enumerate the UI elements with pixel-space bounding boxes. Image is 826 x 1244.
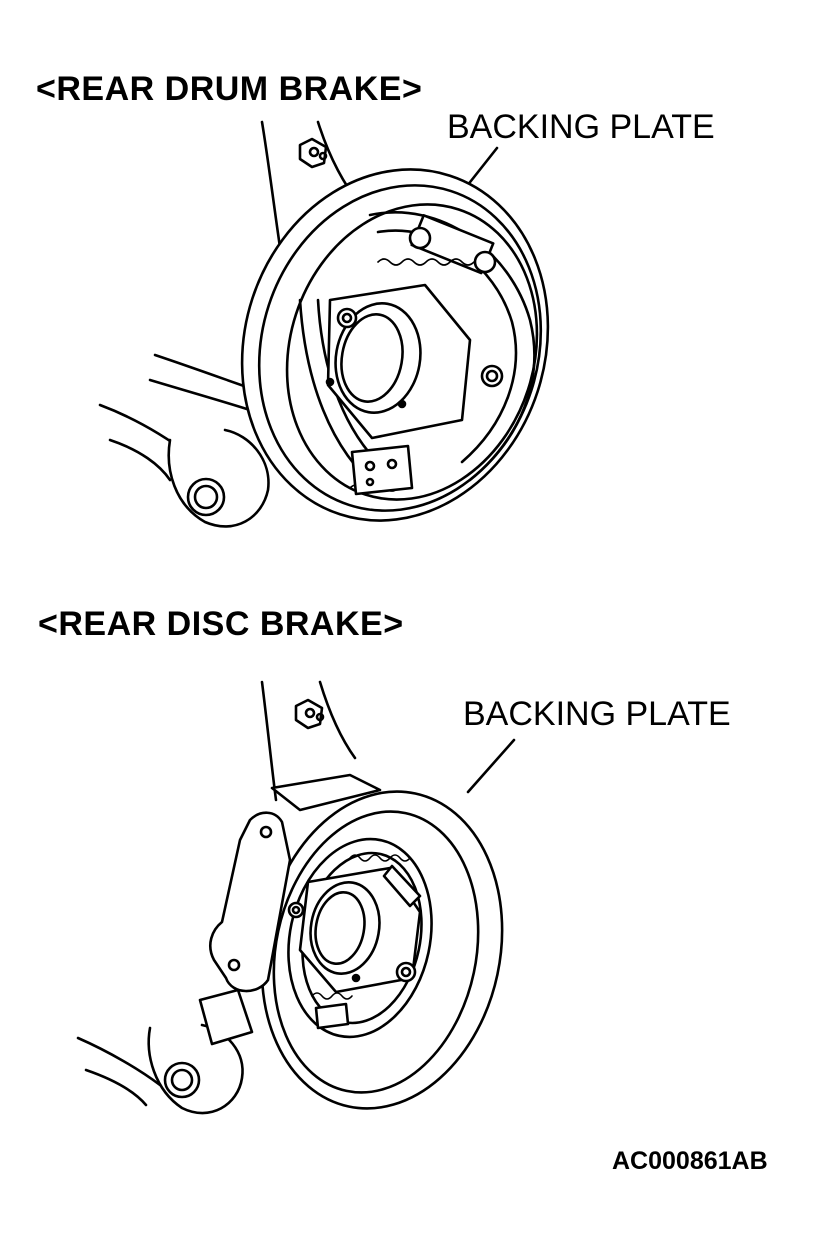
drum-brake-heading: <REAR DRUM BRAKE> (36, 70, 423, 108)
drum-lower-arm (98, 353, 272, 528)
drum-anchor-block (350, 444, 414, 496)
rear-drum-brake-illustration (98, 120, 550, 528)
figure-code: AC000861AB (612, 1147, 768, 1175)
disc-knuckle (209, 811, 292, 993)
drum-hub (325, 283, 504, 440)
rear-disc-brake-illustration (76, 680, 516, 1115)
disc-adjuster-springs (311, 854, 422, 1030)
drum-backing-plate-label: BACKING PLATE (447, 108, 715, 146)
disc-backing-plate-label: BACKING PLATE (463, 695, 731, 733)
disc-hub (287, 866, 422, 994)
disc-lower-arm (76, 1023, 244, 1115)
disc-leader-line (466, 738, 516, 794)
disc-brake-heading: <REAR DISC BRAKE> (38, 605, 404, 643)
drum-wheel-cylinder (408, 214, 497, 275)
